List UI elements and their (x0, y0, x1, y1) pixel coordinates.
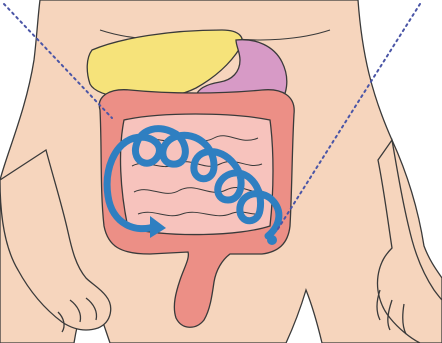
massage-start-dot (267, 235, 277, 245)
